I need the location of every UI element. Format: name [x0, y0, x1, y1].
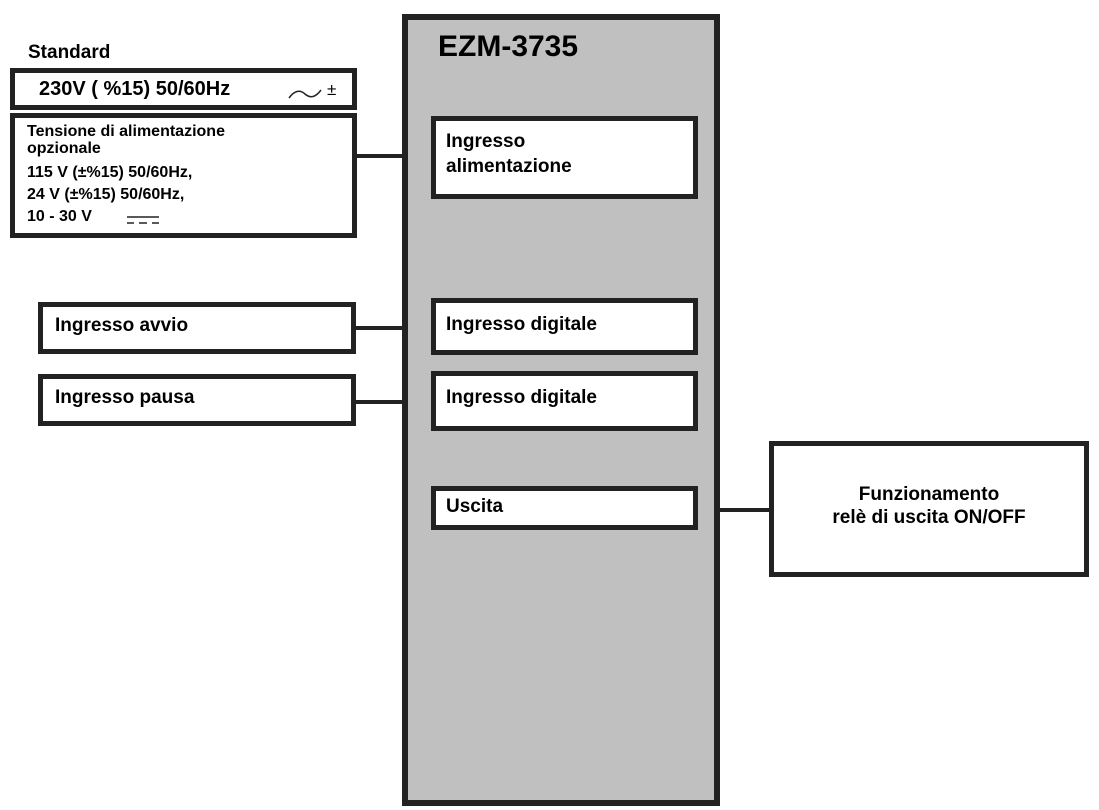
- relay-label-line1: Funzionamento: [858, 484, 1000, 505]
- optional-supply-10-30v: 10 - 30 V: [27, 208, 92, 225]
- standard-supply-box: 230V ( %15) 50/60Hz ±: [10, 68, 357, 110]
- output-label: Uscita: [446, 496, 504, 517]
- optional-supply-title-line2: opzionale: [27, 140, 101, 157]
- relay-label: Funzionamento relè di uscita ON/OFF: [774, 483, 1084, 529]
- relay-box: Funzionamento relè di uscita ON/OFF: [769, 441, 1089, 577]
- power-input-label-line1: Ingresso: [446, 131, 526, 152]
- start-input-label: Ingresso avvio: [55, 315, 189, 336]
- digital-input-1-label: Ingresso digitale: [446, 314, 597, 335]
- ac-wave-icon: [288, 89, 322, 99]
- pause-input-label: Ingresso pausa: [55, 387, 195, 408]
- power-input-label-line2: alimentazione: [446, 156, 572, 177]
- optional-supply-115v: 115 V (±%15) 50/60Hz,: [27, 164, 193, 181]
- relay-output-wire: [720, 508, 772, 512]
- digital-input-2-label: Ingresso digitale: [446, 387, 597, 408]
- optional-supply-24v: 24 V (±%15) 50/60Hz,: [27, 186, 185, 203]
- output-block: Uscita: [431, 486, 698, 530]
- optional-supply-title-line1: Tensione di alimentazione: [27, 123, 225, 140]
- digital-input-block-1: Ingresso digitale: [431, 298, 698, 355]
- standard-supply-tolerance: ±: [327, 80, 337, 99]
- power-input-block: Ingresso alimentazione: [431, 116, 698, 199]
- dc-symbol-icon: [127, 216, 159, 224]
- pause-input-wire: [353, 400, 404, 404]
- start-input-box: Ingresso avvio: [38, 302, 356, 354]
- start-input-wire: [353, 326, 404, 330]
- optional-supply-box: Tensione di alimentazione opzionale 115 …: [10, 113, 357, 238]
- standard-supply-value: 230V ( %15) 50/60Hz: [39, 78, 231, 100]
- digital-input-block-2: Ingresso digitale: [431, 371, 698, 431]
- standard-label: Standard: [28, 42, 111, 63]
- relay-label-line2: relè di uscita ON/OFF: [832, 507, 1026, 528]
- device-model-title: EZM-3735: [438, 30, 579, 63]
- pause-input-box: Ingresso pausa: [38, 374, 356, 426]
- power-wire: [357, 154, 404, 158]
